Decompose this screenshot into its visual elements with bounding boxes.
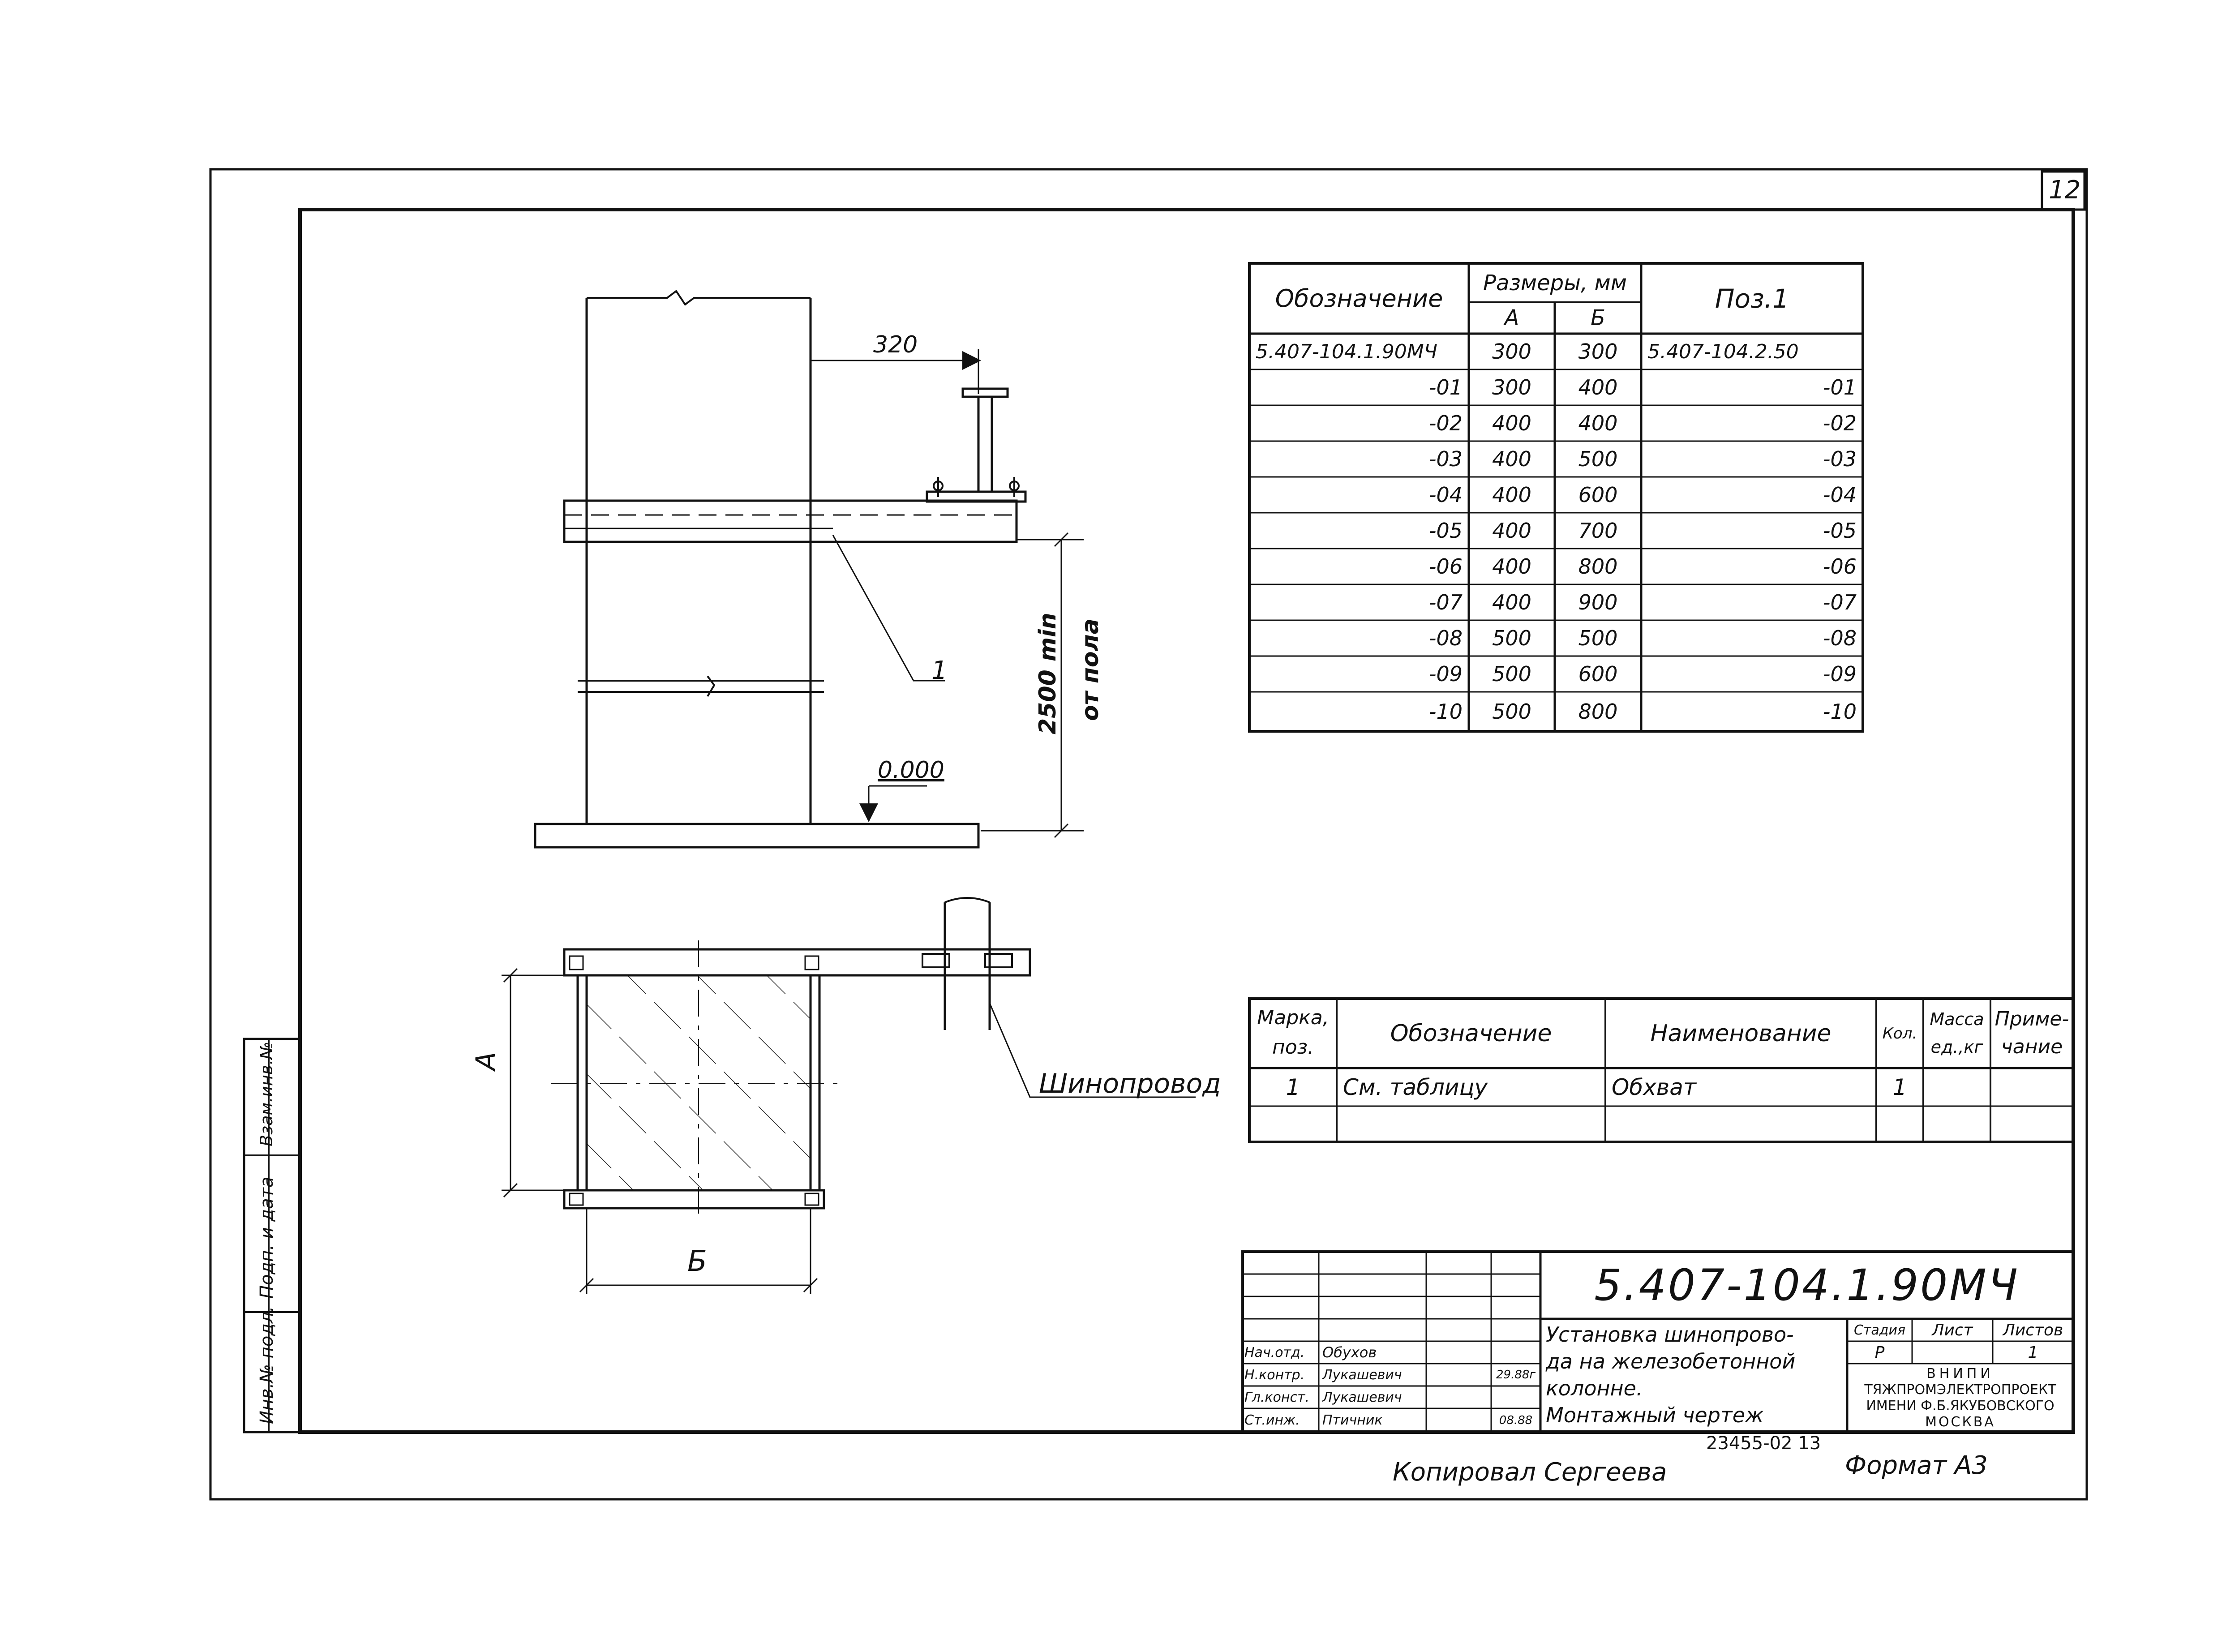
- spec-col-mark: Марка, поз.: [1257, 1006, 1329, 1059]
- side-stamp-frame: [243, 1038, 301, 1433]
- level-label: 0.000: [878, 757, 944, 784]
- dims-col-pos: Поз.1: [1715, 283, 1789, 314]
- side-stamp-sign-date: Подп. и дата: [257, 1176, 277, 1299]
- dim-b-label: Б: [687, 1245, 707, 1278]
- sheet-header: Лист: [1932, 1321, 1973, 1339]
- dim-2500-label: 2500 min: [1034, 613, 1061, 734]
- spec-col-designation: Обозначение: [1390, 1020, 1552, 1047]
- drawing-designation: 5.407-104.1.90МЧ: [1594, 1260, 2020, 1310]
- page-number: 12: [2049, 176, 2081, 205]
- spec-col-name: Наименование: [1650, 1020, 1832, 1047]
- dims-col-a: А: [1504, 305, 1519, 330]
- dims-table-frame: [1248, 262, 1864, 733]
- dims-col-designation: Обозначение: [1275, 284, 1443, 313]
- side-stamp-inv-replace: Взам.инв.№: [257, 1042, 276, 1146]
- stage-header: Стадия: [1853, 1322, 1906, 1338]
- position-label: 1: [931, 656, 948, 685]
- dim-floor-label: от пола: [1077, 618, 1104, 721]
- sheet-total: 1: [2028, 1343, 2038, 1362]
- side-stamp-inv-original: Инв.№ подл.: [257, 1306, 277, 1424]
- spec-col-note: Приме- чание: [1995, 1008, 2069, 1058]
- dim-320-label: 320: [873, 331, 918, 358]
- floor-slab: [534, 823, 980, 849]
- spec-col-qty: Кол.: [1882, 1024, 1917, 1043]
- archive-number: 23455-02 13: [1706, 1433, 1821, 1454]
- drawing-type: Монтажный чертеж: [1546, 1403, 1764, 1427]
- organization: ВНИПИ ТЯЖПРОМЭЛЕКТРОПРОЕКТ ИМЕНИ Ф.Б.ЯКУ…: [1864, 1366, 2056, 1430]
- dims-col-sizes: Размеры, мм: [1483, 270, 1627, 296]
- plan-clamp-plate: [563, 948, 1031, 977]
- busbar-label: Шинопровод: [1039, 1068, 1221, 1099]
- spec-table-frame: [1248, 997, 2075, 1143]
- spec-col-mass: Масса ед.,кг: [1930, 1009, 1984, 1057]
- copy-note: Копировал Сергеева: [1393, 1458, 1667, 1487]
- outer-frame: [209, 168, 2088, 1501]
- drawing-title: Установка шинопрово- да на железобетонно…: [1546, 1321, 1846, 1429]
- stage-value: Р: [1874, 1343, 1885, 1362]
- format-label: Формат А3: [1845, 1451, 1988, 1480]
- page-number-box: [2041, 170, 2086, 211]
- sheets-header: Листов: [2003, 1321, 2063, 1339]
- inner-frame: [298, 208, 2075, 1434]
- dims-col-b: Б: [1591, 305, 1605, 330]
- dim-a-label: А: [470, 1051, 502, 1070]
- bracket-beam: [563, 499, 1018, 543]
